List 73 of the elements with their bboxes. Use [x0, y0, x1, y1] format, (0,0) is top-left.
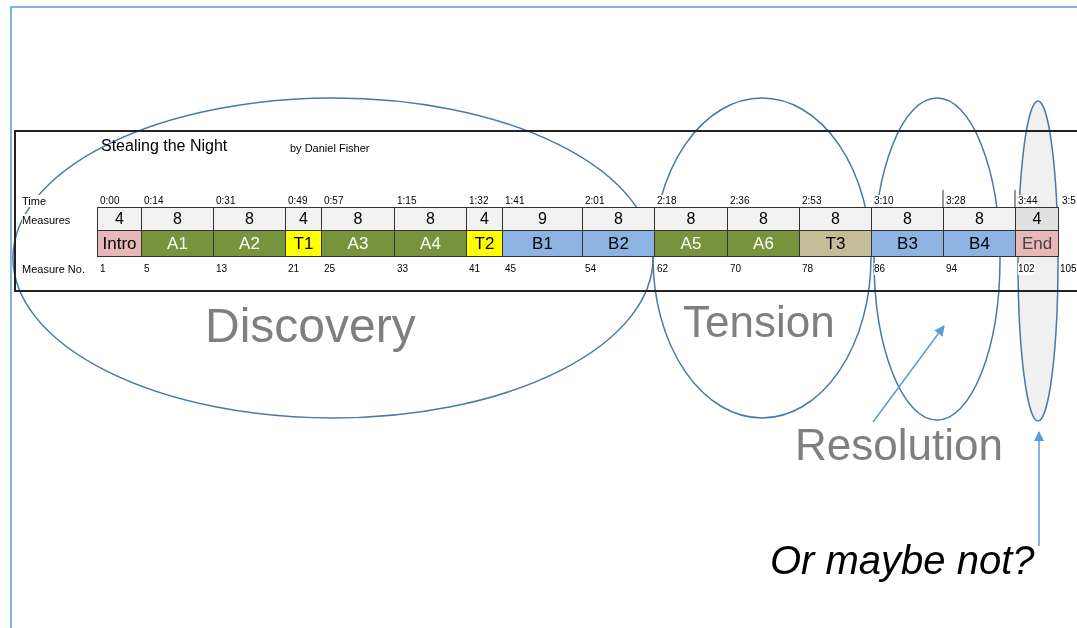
- measure-count-cell: 8: [213, 207, 286, 231]
- time-label: 1:41: [505, 195, 525, 207]
- measure-count-cell: 8: [394, 207, 467, 231]
- time-label: 1:15: [397, 195, 417, 207]
- row-header: Time: [22, 195, 47, 207]
- measure-count-cell: 8: [871, 207, 944, 231]
- time-label: 2:18: [657, 195, 677, 207]
- time-label: 2:53: [802, 195, 822, 207]
- section-label: Discovery: [205, 302, 416, 350]
- arrow: [872, 325, 945, 423]
- section-cell: A3: [321, 230, 395, 257]
- arrow: [1033, 430, 1045, 547]
- measure-number: 78: [802, 263, 814, 275]
- author-credit: by Daniel Fisher: [290, 142, 370, 154]
- time-label: 2:36: [730, 195, 750, 207]
- time-label: 0:57: [324, 195, 344, 207]
- measure-count-cell: 8: [727, 207, 800, 231]
- time-label: 2:01: [585, 195, 605, 207]
- measure-number: 70: [730, 263, 742, 275]
- measure-count-cell: 4: [466, 207, 503, 231]
- measure-count-cell: 9: [502, 207, 583, 231]
- time-label: 1:32: [469, 195, 489, 207]
- title: Stealing the Night: [101, 137, 228, 155]
- measure-count-cell: 8: [582, 207, 655, 231]
- row-header: Measures: [22, 214, 71, 226]
- measure-number: 33: [397, 263, 409, 275]
- measure-number: 25: [324, 263, 336, 275]
- measure-count-cell: 8: [799, 207, 872, 231]
- section-cell: T1: [285, 230, 322, 257]
- time-label: 3:44: [1018, 195, 1038, 207]
- measure-number: 13: [216, 263, 228, 275]
- time-label: 0:14: [144, 195, 164, 207]
- time-label: 0:49: [288, 195, 308, 207]
- section-cell: A6: [727, 230, 800, 257]
- measure-count-cell: 4: [97, 207, 142, 231]
- section-cell: A1: [141, 230, 214, 257]
- measure-number: 45: [505, 263, 517, 275]
- annotation-text: Or maybe not?: [770, 537, 1035, 583]
- time-label: 0:31: [216, 195, 236, 207]
- section-cell: T2: [466, 230, 503, 257]
- section-cell: End: [1015, 230, 1059, 257]
- time-label: 3:5: [1062, 195, 1076, 207]
- measure-count-cell: 8: [141, 207, 214, 231]
- measure-number: 94: [946, 263, 958, 275]
- time-label: 3:28: [946, 195, 966, 207]
- measure-number: 105: [1060, 263, 1077, 275]
- measure-count-cell: 4: [1015, 207, 1059, 231]
- measure-number: 5: [144, 263, 150, 275]
- row-header: Measure No.: [22, 263, 85, 275]
- section-cell: Intro: [97, 230, 142, 257]
- measure-count-cell: 8: [654, 207, 728, 231]
- time-label: 3:10: [874, 195, 894, 207]
- section-label: Tension: [683, 300, 835, 344]
- measure-count-cell: 8: [321, 207, 395, 231]
- section-cell: A2: [213, 230, 286, 257]
- measure-count-cell: 4: [285, 207, 322, 231]
- section-cell: A5: [654, 230, 728, 257]
- section-cell: B2: [582, 230, 655, 257]
- section-cell: A4: [394, 230, 467, 257]
- measure-number: 54: [585, 263, 597, 275]
- measure-number: 41: [469, 263, 481, 275]
- section-cell: B1: [502, 230, 583, 257]
- time-label: 0:00: [100, 195, 120, 207]
- measure-number: 102: [1018, 263, 1035, 275]
- table-frame: [14, 130, 1077, 292]
- annotation-text: Resolution: [795, 420, 1003, 471]
- measure-number: 86: [874, 263, 886, 275]
- measure-number: 62: [657, 263, 669, 275]
- ellipse-outline: [12, 97, 654, 419]
- measure-number: 1: [100, 263, 106, 275]
- section-cell: B3: [871, 230, 944, 257]
- section-cell: T3: [799, 230, 872, 257]
- measure-number: 21: [288, 263, 300, 275]
